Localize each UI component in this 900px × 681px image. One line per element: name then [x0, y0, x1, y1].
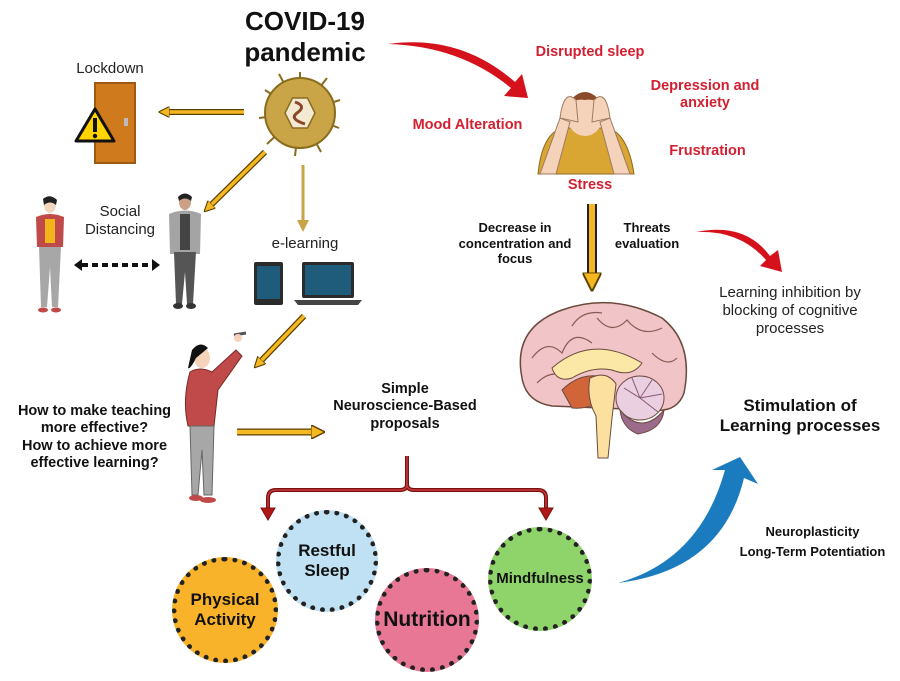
- stimulation-title: Stimulation of Learning processes: [705, 396, 895, 437]
- effect-stress: Stress: [567, 177, 613, 193]
- mechanisms-label: Neuroplasticity Long-Term Potentiation: [725, 522, 900, 562]
- proposals-title-line-3: proposals: [370, 415, 440, 432]
- question-line-1: How to make teaching: [17, 403, 172, 419]
- woman-figure-icon: [36, 196, 64, 313]
- stimulation-line-1: Stimulation of: [743, 396, 857, 415]
- stimulation-line-2: Learning processes: [719, 416, 881, 436]
- proposal-sleep-line-2: Sleep: [304, 561, 350, 580]
- learning-inhibition-label: Learning inhibition by blocking of cogni…: [700, 284, 880, 338]
- threats-line-2: evaluation: [614, 235, 680, 251]
- bracket-arrowhead-right: [538, 507, 554, 521]
- red-arrow-to-inhibition: [696, 229, 782, 272]
- blue-arrow-to-stimulation: [618, 457, 758, 583]
- proposal-physical-line-1: Physical: [190, 590, 260, 610]
- threats-line-1: Threats: [623, 220, 671, 235]
- virus-icon: [258, 72, 341, 157]
- proposal-nutrition-line-1: Nutrition: [383, 607, 471, 631]
- social-distancing-line-2: Distancing: [84, 221, 156, 238]
- proposal-mindfulness-line-1: Mindfulness: [496, 570, 584, 588]
- proposal-sleep-line-1: Restful: [298, 541, 356, 561]
- red-arrow-virus-to-stress: [388, 42, 528, 98]
- lockdown-label: Lockdown: [76, 60, 144, 77]
- effect-frustration: Frustration: [669, 143, 746, 159]
- warning-icon: [74, 107, 116, 143]
- bracket-arrowhead-left: [260, 507, 276, 521]
- social-distancing-line-1: Social: [99, 203, 141, 220]
- question-line-3: How to achieve more: [21, 437, 168, 454]
- inhibition-line-3: processes: [755, 320, 825, 337]
- proposals-title-line-1: Simple: [381, 381, 429, 397]
- mechanism-neuroplasticity: Neuroplasticity: [765, 524, 860, 539]
- mechanism-ltp: Long-Term Potentiation: [739, 544, 886, 560]
- question-line-4: effective learning?: [30, 455, 159, 472]
- stressed-child-icon: [537, 92, 635, 175]
- decrease-concentration-label: Decrease in concentration and focus: [455, 220, 575, 267]
- laptop-icon: [294, 262, 362, 305]
- elearning-label: e-learning: [271, 235, 339, 252]
- social-distancing-label: Social Distancing: [80, 203, 160, 239]
- proposal-physical-line-2: Activity: [194, 610, 256, 629]
- effect-disrupted-sleep: Disrupted sleep: [535, 44, 645, 60]
- decrease-line-1: Decrease in: [478, 220, 552, 235]
- tablet-icon: [254, 262, 283, 305]
- proposals-title: Simple Neuroscience-Based proposals: [325, 381, 485, 433]
- proposals-title-line-2: Neuroscience-Based: [333, 398, 477, 415]
- effect-depression-line-2: anxiety: [680, 95, 730, 112]
- title-line-2: pandemic: [244, 37, 366, 68]
- decrease-line-3: focus: [497, 251, 533, 267]
- proposal-nutrition: Nutrition: [375, 568, 479, 672]
- man-figure-icon: [169, 193, 201, 309]
- proposals-bracket-inner: [267, 456, 547, 508]
- effect-depression-line-1: Depression and: [650, 78, 760, 94]
- page-title: COVID-19 pandemic: [240, 6, 370, 68]
- inhibition-line-2: blocking of cognitive: [722, 302, 858, 319]
- proposal-mindfulness: Mindfulness: [488, 527, 592, 631]
- arrow-elearning-to-teacher: [258, 313, 307, 364]
- title-line-1: COVID-19: [245, 6, 365, 36]
- threats-evaluation-label: Threats evaluation: [607, 220, 687, 251]
- brain-icon: [519, 301, 688, 459]
- teacher-figure-icon: [184, 331, 247, 503]
- inhibition-line-1: Learning inhibition by: [719, 284, 861, 301]
- decrease-line-2: concentration and: [458, 235, 572, 251]
- question-line-2: more effective?: [40, 420, 149, 437]
- effect-mood-alteration: Mood Alteration: [412, 117, 523, 133]
- effect-depression-anxiety: Depression and anxiety: [640, 78, 770, 113]
- teaching-questions: How to make teaching more effective? How…: [2, 403, 187, 473]
- arrow-to-social-distancing: [208, 149, 268, 208]
- distance-arrow: [74, 259, 160, 271]
